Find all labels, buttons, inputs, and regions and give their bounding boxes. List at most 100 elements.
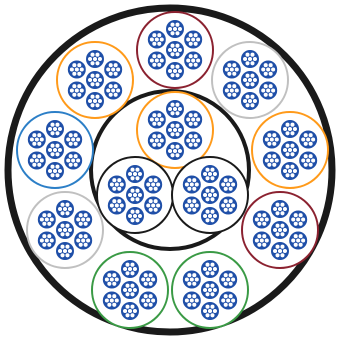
fiber-core: [133, 309, 138, 314]
fiber-core: [105, 277, 110, 282]
fiber-core: [293, 213, 298, 218]
fiber-core: [250, 73, 255, 78]
fiber-core: [308, 154, 313, 159]
fiber-core: [170, 102, 175, 107]
fiber-core: [68, 249, 73, 254]
fiber-core: [296, 238, 301, 243]
fiber-core: [283, 249, 288, 254]
fiber-core: [133, 172, 138, 177]
fiber-core: [112, 207, 117, 212]
fiber-core: [290, 131, 295, 136]
fiber-core: [175, 52, 180, 57]
fiber-core: [173, 149, 178, 154]
fiber-core: [130, 262, 135, 267]
fiber-core: [159, 58, 164, 63]
fiber-core: [306, 137, 311, 142]
fiber-core: [285, 131, 290, 136]
fiber-core: [280, 244, 285, 249]
fiber-core: [152, 54, 157, 59]
fiber-core: [253, 78, 258, 83]
fiber-core: [55, 152, 60, 157]
fiber-core: [210, 271, 215, 276]
fiber-core: [227, 63, 232, 68]
fiber-core: [135, 209, 140, 214]
fiber-core: [152, 134, 157, 139]
fiber-core: [175, 123, 180, 128]
fiber-core: [298, 213, 303, 218]
fiber-core: [290, 152, 295, 157]
fiber-core: [290, 143, 295, 148]
fiber-core: [125, 262, 130, 267]
fiber-core: [152, 33, 157, 38]
fiber-core: [58, 127, 63, 132]
fiber-core: [71, 137, 76, 142]
fiber-core: [188, 113, 193, 118]
fiber-core: [264, 238, 269, 243]
fiber-core: [119, 203, 124, 208]
fiber-core: [259, 238, 264, 243]
fiber-core: [253, 57, 258, 62]
fiber-core: [234, 67, 239, 72]
fiber-core: [193, 54, 198, 59]
fiber-core: [231, 277, 236, 282]
fiber-core: [269, 158, 274, 163]
fiber-core: [288, 127, 293, 132]
fiber-core: [107, 302, 112, 307]
fiber-core: [117, 199, 122, 204]
fiber-core: [34, 158, 39, 163]
fiber-core: [39, 158, 44, 163]
fiber-core: [203, 309, 208, 314]
fiber-core: [185, 277, 190, 282]
fiber-core: [113, 63, 118, 68]
fiber-core: [152, 113, 157, 118]
fiber-core: [60, 202, 65, 207]
fiber-core: [223, 207, 228, 212]
fiber-core: [128, 309, 133, 314]
fiber-core: [245, 52, 250, 57]
fiber-core: [245, 82, 250, 87]
fiber-core: [108, 92, 113, 97]
fiber-core: [95, 94, 100, 99]
fiber-core: [275, 253, 280, 258]
fiber-core: [78, 221, 83, 226]
fiber-core: [86, 217, 91, 222]
fiber-core: [250, 94, 255, 99]
fiber-core: [112, 199, 117, 204]
fiber-core: [265, 137, 270, 142]
fiber-core: [210, 167, 215, 172]
fiber-core: [113, 84, 118, 89]
fiber-core: [226, 182, 231, 187]
fiber-core: [188, 62, 193, 67]
fiber-core: [130, 271, 135, 276]
fiber-core: [148, 273, 153, 278]
fiber-core: [194, 277, 199, 282]
fiber-core: [255, 238, 260, 243]
fiber-core: [193, 113, 198, 118]
fiber-core: [248, 99, 253, 104]
fiber-core: [170, 132, 175, 137]
fiber-core: [186, 58, 191, 63]
fiber-core: [95, 73, 100, 78]
fiber-core: [192, 302, 197, 307]
fiber-core: [95, 61, 100, 66]
fiber-core: [234, 88, 239, 93]
fiber-core: [113, 71, 118, 76]
fiber-core: [213, 288, 218, 293]
fiber-core: [203, 214, 208, 219]
fiber-core: [98, 99, 103, 104]
fiber-core: [72, 71, 77, 76]
fiber-core: [141, 298, 146, 303]
fiber-core: [108, 71, 113, 76]
fiber-core: [290, 164, 295, 169]
fiber-core: [203, 193, 208, 198]
fiber-core: [152, 121, 157, 126]
fiber-core: [128, 267, 133, 272]
fiber-core: [274, 158, 279, 163]
fiber-core: [48, 148, 53, 153]
fiber-core: [228, 294, 233, 299]
fiber-core: [128, 214, 133, 219]
fiber-core: [175, 144, 180, 149]
fiber-core: [53, 127, 58, 132]
fiber-core: [168, 48, 173, 53]
fiber-core: [267, 154, 272, 159]
